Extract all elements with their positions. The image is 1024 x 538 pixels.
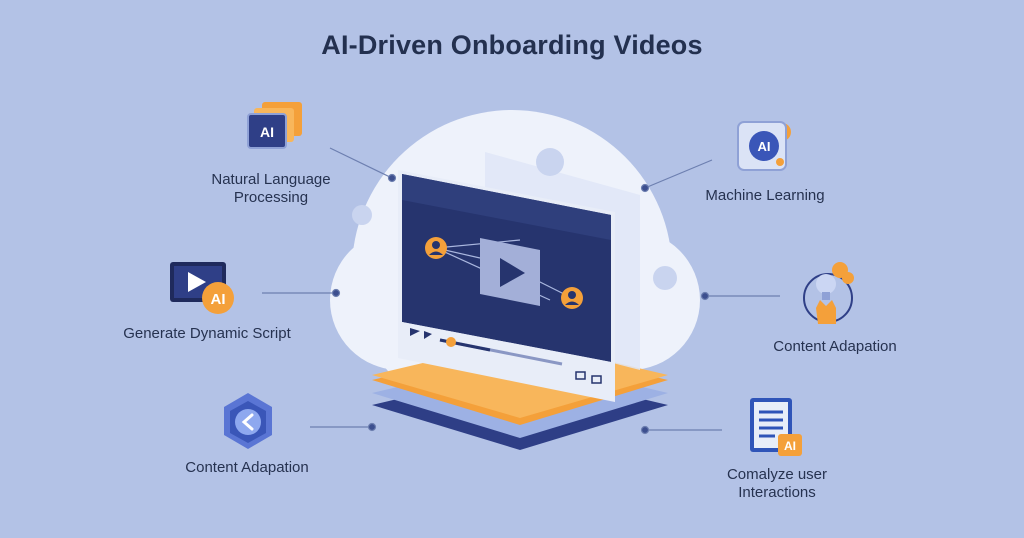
person-node-icon xyxy=(561,287,583,309)
ai-badge-text: AI xyxy=(784,439,796,453)
label-content-adapation-left: Content Adapation xyxy=(185,459,309,476)
label-machine-learning: Machine Learning xyxy=(705,187,825,204)
document-ai-icon: AI xyxy=(750,398,802,456)
label-content-adapation-right: Content Adapation xyxy=(773,338,897,355)
player-controls[interactable] xyxy=(402,322,611,390)
refresh-arrow-icon xyxy=(224,393,272,449)
label-comalyze-user-interactions: Comalyze user Interactions xyxy=(726,466,828,501)
video-script-icon: AI xyxy=(170,262,234,314)
label-generate-dynamic-script: Generate Dynamic Script xyxy=(123,325,291,342)
progress-handle[interactable] xyxy=(446,337,456,347)
connector-lines xyxy=(262,147,780,435)
ai-brain-icon: AI xyxy=(737,121,791,171)
person-node-icon xyxy=(425,237,447,259)
video-player[interactable] xyxy=(398,170,615,402)
ai-badge-text: AI xyxy=(758,139,771,154)
play-icon[interactable] xyxy=(480,238,540,306)
fullscreen-icon[interactable] xyxy=(591,375,602,384)
bulb-hand-icon xyxy=(803,262,854,324)
label-natural-language-processing: Natural Language Processing xyxy=(211,171,331,206)
captions-icon[interactable] xyxy=(575,371,586,380)
skip-forward-icon[interactable] xyxy=(424,331,432,339)
ai-badge-text: AI xyxy=(260,124,274,140)
play-control-icon[interactable] xyxy=(410,328,420,336)
ai-chip-icon: AI xyxy=(247,102,302,149)
ai-badge-text: AI xyxy=(211,291,226,308)
page-title: AI-Driven Onboarding Videos xyxy=(321,30,703,60)
